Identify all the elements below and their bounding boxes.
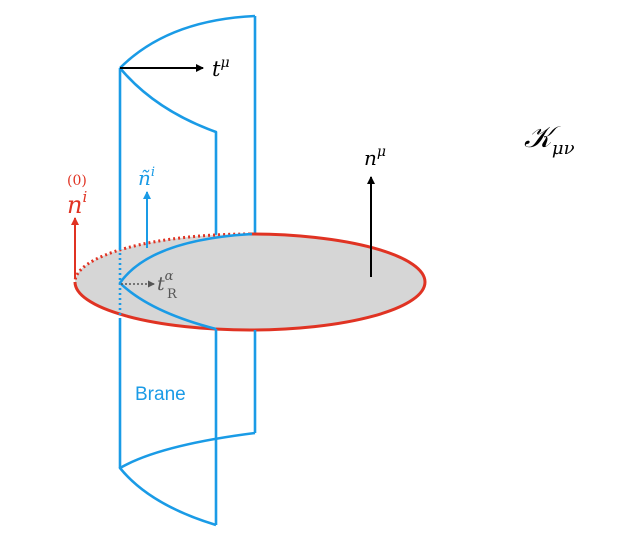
t-mu-label: tμ xyxy=(212,55,230,81)
n-tilde-i-label: ñi xyxy=(138,165,155,190)
K-mu-nu-label: 𝒦μν xyxy=(524,120,575,159)
disk-fill xyxy=(75,234,425,330)
brane-surface xyxy=(118,14,257,248)
n0-i-label: ni xyxy=(67,188,87,219)
n-mu-label: nμ xyxy=(364,144,386,170)
disk xyxy=(73,232,427,332)
brane-bottom-fold xyxy=(118,431,256,527)
brane-label: Brane xyxy=(135,384,186,405)
brane-inner-fold xyxy=(119,67,218,245)
brane-top-curve xyxy=(119,14,256,69)
n0-i-over-label: (0) xyxy=(67,173,87,189)
brane-disk-intersection-curve xyxy=(118,232,253,331)
